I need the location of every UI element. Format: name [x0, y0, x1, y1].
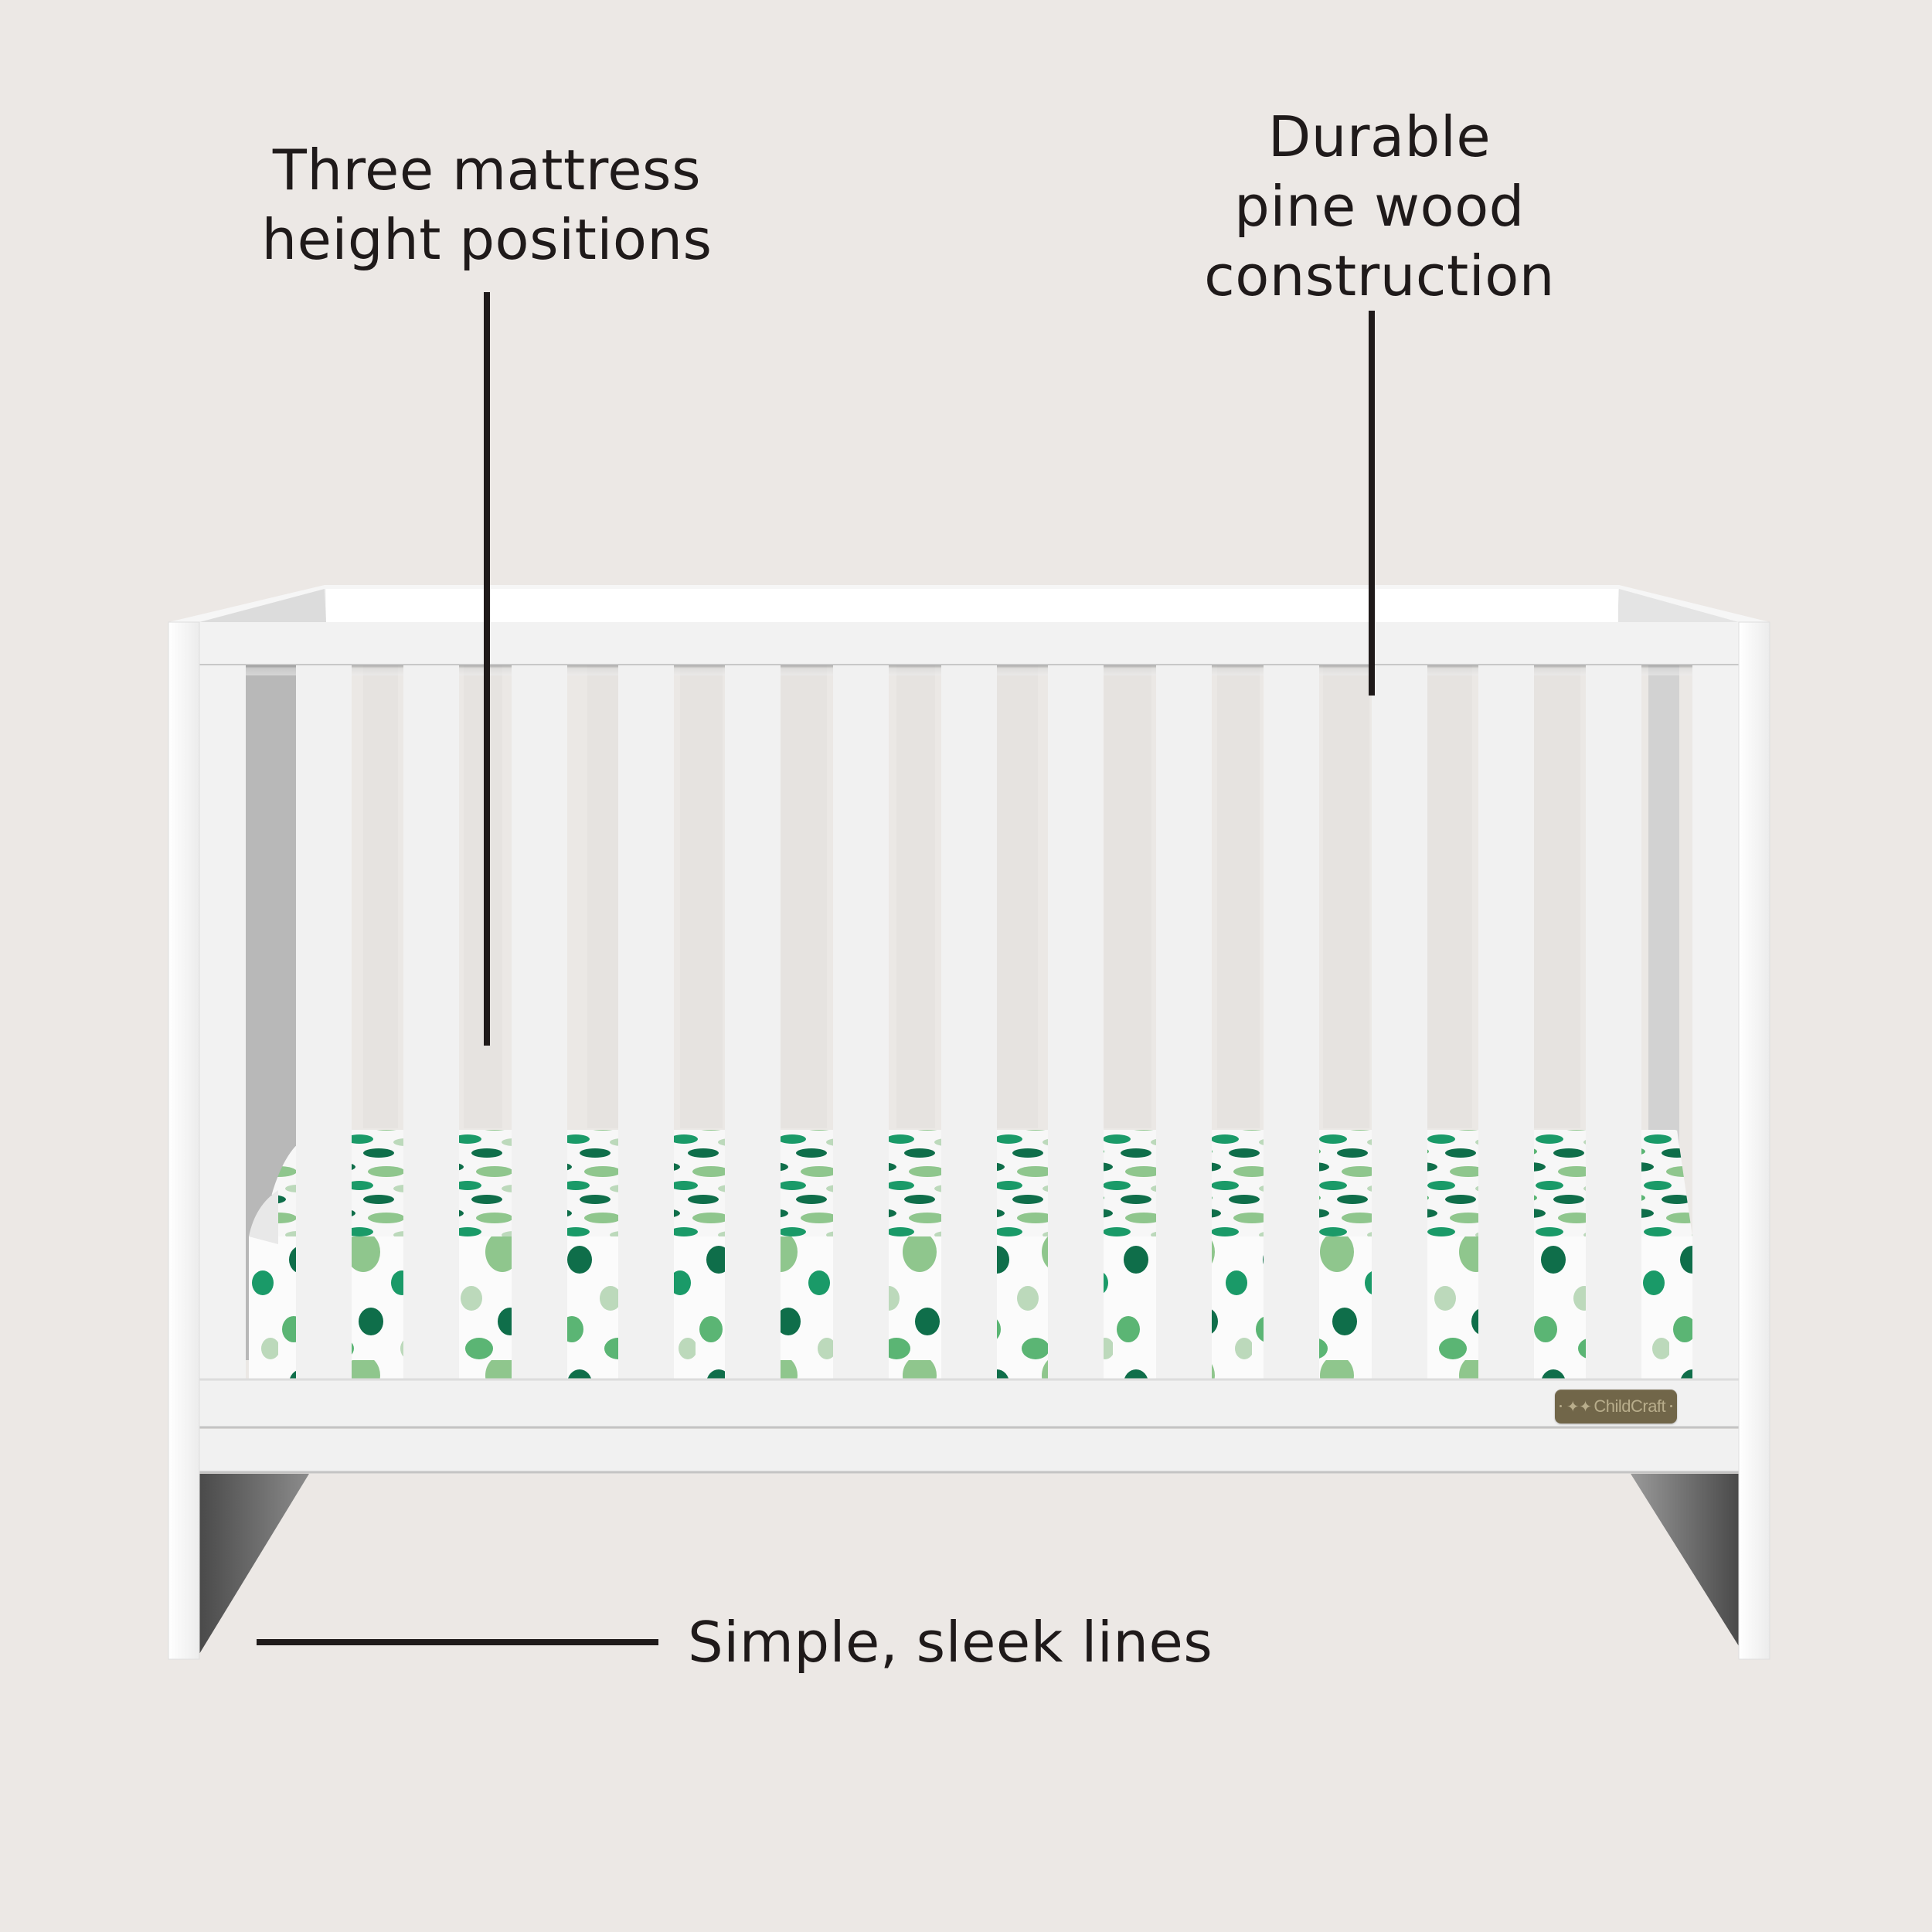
callout-line-1: Durable: [1267, 104, 1492, 169]
two-children-figures-icon: ✦✦: [1566, 1398, 1592, 1416]
brand-name: ChildCraft: [1594, 1396, 1666, 1416]
callout-text: Simple, sleek lines: [688, 1610, 1213, 1675]
leader-line-mattress: [484, 292, 490, 1046]
callout-line-1: Three mattress: [272, 138, 702, 202]
brand-badge: ✦✦ ChildCraft: [1555, 1389, 1677, 1423]
callout-mattress-heights: Three mattress height positions: [232, 135, 742, 274]
left-corner-post: [168, 621, 200, 1660]
callout-line-3: construction: [1204, 243, 1555, 308]
callout-pine-wood: Durable pine wood construction: [1144, 102, 1615, 311]
right-leg-panel: [1631, 1474, 1739, 1646]
back-rail: [168, 585, 1770, 622]
bottom-rails: [199, 1378, 1739, 1474]
leader-line-sleek: [257, 1639, 658, 1645]
callout-line-2: pine wood: [1234, 174, 1525, 239]
callout-sleek-lines: Simple, sleek lines: [688, 1607, 1213, 1677]
leader-line-pine-wood: [1369, 311, 1375, 696]
front-slats: [199, 665, 1739, 1379]
right-corner-post: [1738, 621, 1770, 1660]
front-top-rail: [199, 622, 1739, 665]
left-leg-panel: [199, 1474, 309, 1654]
callout-line-2: height positions: [261, 207, 713, 272]
